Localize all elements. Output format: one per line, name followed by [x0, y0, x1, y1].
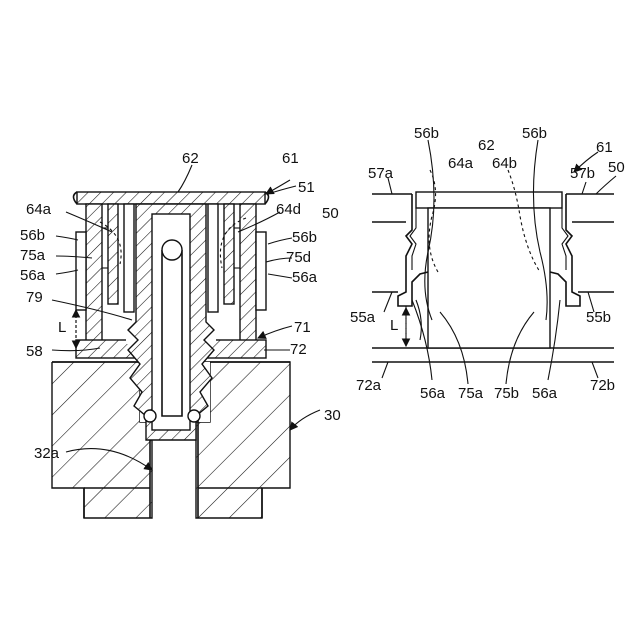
label-62-right: 62 [478, 137, 495, 154]
label-56b-left-b: 56b [292, 229, 317, 246]
label-75a-left: 75a [20, 247, 46, 264]
label-57a: 57a [368, 165, 394, 182]
label-56b-right-b: 56b [522, 125, 547, 142]
label-L-left: L [58, 319, 66, 336]
label-61-left: 61 [282, 150, 299, 167]
label-64d: 64d [276, 201, 301, 218]
label-56a-left-a: 56a [20, 267, 46, 284]
label-71: 71 [294, 319, 311, 336]
label-51: 51 [298, 179, 315, 196]
left-view: 62 61 51 64a 64d 50 56b 56b 75a 75d 56a … [20, 150, 341, 518]
right-view: 56b 62 56b 61 64a 64b 50 57a 57b 55a 55b… [350, 125, 625, 402]
label-72: 72 [290, 341, 307, 358]
label-75b: 75b [494, 385, 519, 402]
label-72a: 72a [356, 377, 382, 394]
label-57b: 57b [570, 165, 595, 182]
label-56b-left-a: 56b [20, 227, 45, 244]
label-72b: 72b [590, 377, 615, 394]
label-50-right: 50 [608, 159, 625, 176]
label-56a-right-a: 56a [420, 385, 446, 402]
label-64a-right: 64a [448, 155, 474, 172]
label-75a-right: 75a [458, 385, 484, 402]
label-55b: 55b [586, 309, 611, 326]
label-56a-right-b: 56a [532, 385, 558, 402]
label-79: 79 [26, 289, 43, 306]
label-64b: 64b [492, 155, 517, 172]
container-body [428, 208, 550, 348]
cap-62-right [416, 192, 562, 208]
label-30: 30 [324, 407, 341, 424]
cap-62 [77, 192, 265, 204]
label-58: 58 [26, 343, 43, 360]
label-50-left: 50 [322, 205, 339, 222]
label-55a: 55a [350, 309, 376, 326]
label-61-right: 61 [596, 139, 613, 156]
label-56b-right-a: 56b [414, 125, 439, 142]
label-62-left: 62 [182, 150, 199, 167]
label-56a-left-b: 56a [292, 269, 318, 286]
label-75d: 75d [286, 249, 311, 266]
label-32a: 32a [34, 445, 60, 462]
label-L-right: L [390, 317, 398, 334]
label-64a-left: 64a [26, 201, 52, 218]
outer-sleeve-left [86, 204, 102, 348]
